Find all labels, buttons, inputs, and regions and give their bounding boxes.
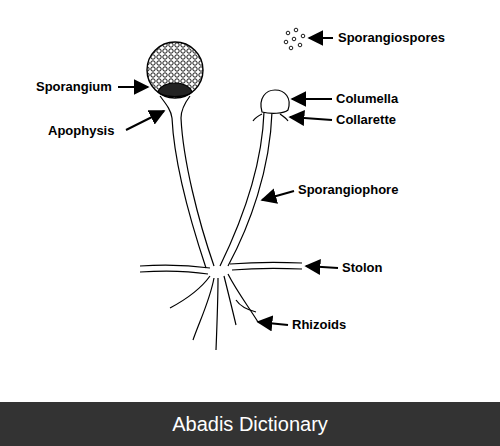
spores xyxy=(284,28,305,50)
part-label: Sporangiospores xyxy=(338,30,445,46)
part-label: Collarette xyxy=(336,112,396,128)
watermark: Abadis Dictionary xyxy=(172,412,328,436)
part-label: Sporangiophore xyxy=(298,182,398,198)
part-label: Sporangium xyxy=(36,79,112,95)
fungus-body xyxy=(140,42,302,350)
footer-bar xyxy=(0,402,500,446)
leader-arrows xyxy=(118,38,338,325)
part-label: Rhizoids xyxy=(292,317,346,333)
part-label: Columella xyxy=(336,91,398,107)
part-label: Stolon xyxy=(342,260,382,276)
part-label: Apophysis xyxy=(48,123,114,139)
